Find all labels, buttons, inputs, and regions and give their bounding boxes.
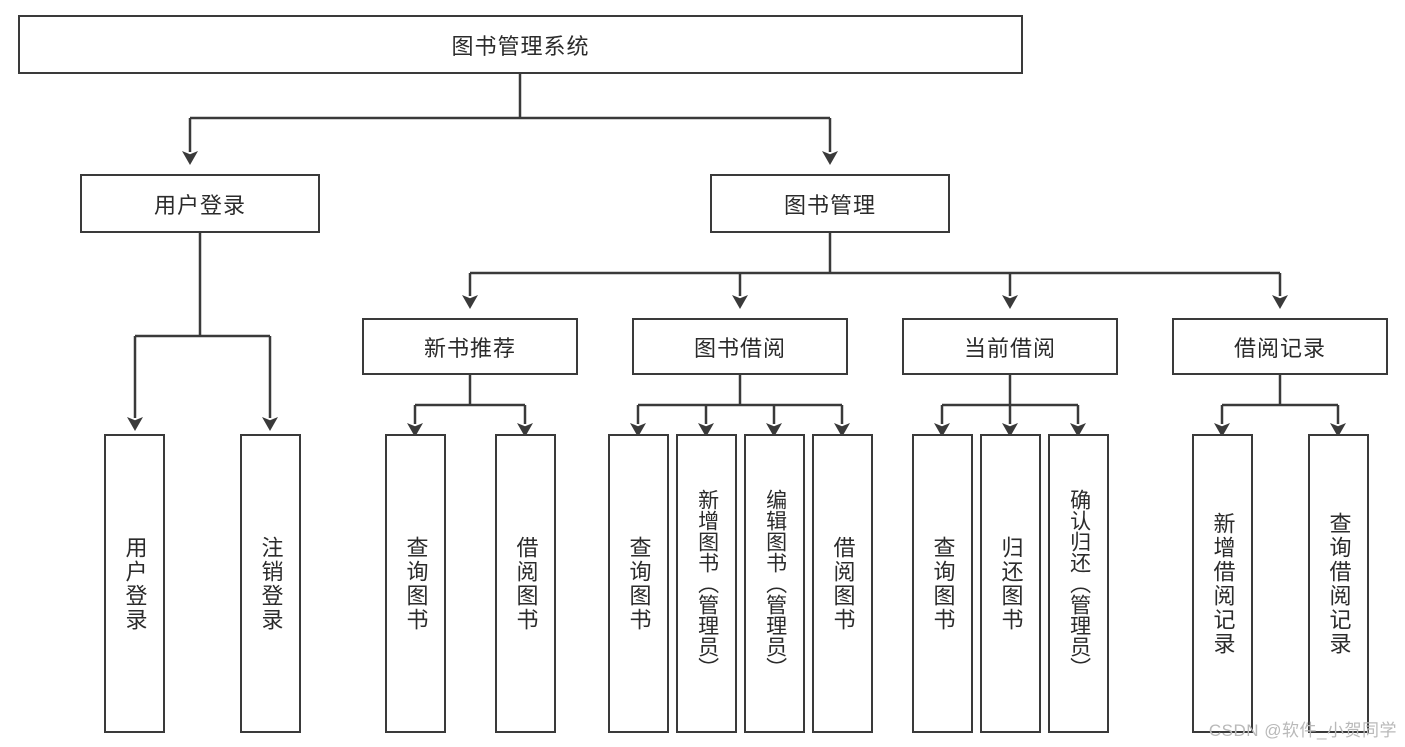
node-label: 归还图书	[998, 535, 1024, 632]
node-leaf-query-book-1[interactable]: 查询图书	[385, 434, 446, 733]
node-label: 查询图书	[403, 535, 429, 632]
node-label: 图书借阅	[693, 335, 786, 361]
node-label: 确认归还（管理员）	[1067, 489, 1091, 678]
node-label: 借阅图书	[830, 535, 856, 632]
node-book-management[interactable]: 图书管理	[710, 174, 950, 233]
node-leaf-confirm-return-admin[interactable]: 确认归还（管理员）	[1048, 434, 1109, 733]
watermark-text: CSDN @软件_小贺同学	[1208, 721, 1397, 740]
node-label: 新增借阅记录	[1210, 511, 1236, 656]
node-leaf-add-book-admin[interactable]: 新增图书（管理员）	[676, 434, 737, 733]
node-label: 当前借阅	[963, 335, 1056, 361]
node-leaf-borrow-book-1[interactable]: 借阅图书	[495, 434, 556, 733]
node-leaf-logout[interactable]: 注销登录	[240, 434, 301, 733]
node-new-book-recommend[interactable]: 新书推荐	[362, 318, 578, 375]
node-label: 新书推荐	[423, 335, 516, 361]
node-label: 用户登录	[122, 535, 148, 632]
node-label: 用户登录	[153, 192, 246, 218]
node-label: 借阅记录	[1233, 335, 1326, 361]
node-label: 图书管理	[783, 192, 876, 218]
node-leaf-query-book-2[interactable]: 查询图书	[608, 434, 669, 733]
node-label: 借阅图书	[513, 535, 539, 632]
node-leaf-return-book[interactable]: 归还图书	[980, 434, 1041, 733]
node-borrow-record[interactable]: 借阅记录	[1172, 318, 1388, 375]
node-book-borrow[interactable]: 图书借阅	[632, 318, 848, 375]
node-leaf-user-login[interactable]: 用户登录	[104, 434, 165, 733]
node-leaf-borrow-book-2[interactable]: 借阅图书	[812, 434, 873, 733]
node-user-login[interactable]: 用户登录	[80, 174, 320, 233]
node-label: 新增图书（管理员）	[695, 489, 719, 678]
node-leaf-add-borrow-record[interactable]: 新增借阅记录	[1192, 434, 1253, 733]
node-label: 注销登录	[258, 535, 284, 632]
node-current-borrow[interactable]: 当前借阅	[902, 318, 1118, 375]
node-leaf-query-borrow-record[interactable]: 查询借阅记录	[1308, 434, 1369, 733]
node-leaf-query-book-3[interactable]: 查询图书	[912, 434, 973, 733]
node-leaf-edit-book-admin[interactable]: 编辑图书（管理员）	[744, 434, 805, 733]
node-label: 编辑图书（管理员）	[763, 489, 787, 678]
node-label: 查询借阅记录	[1326, 511, 1352, 656]
node-label: 查询图书	[930, 535, 956, 632]
node-label: 图书管理系统	[451, 33, 590, 59]
node-root-book-management-system[interactable]: 图书管理系统	[18, 15, 1023, 74]
node-label: 查询图书	[626, 535, 652, 632]
